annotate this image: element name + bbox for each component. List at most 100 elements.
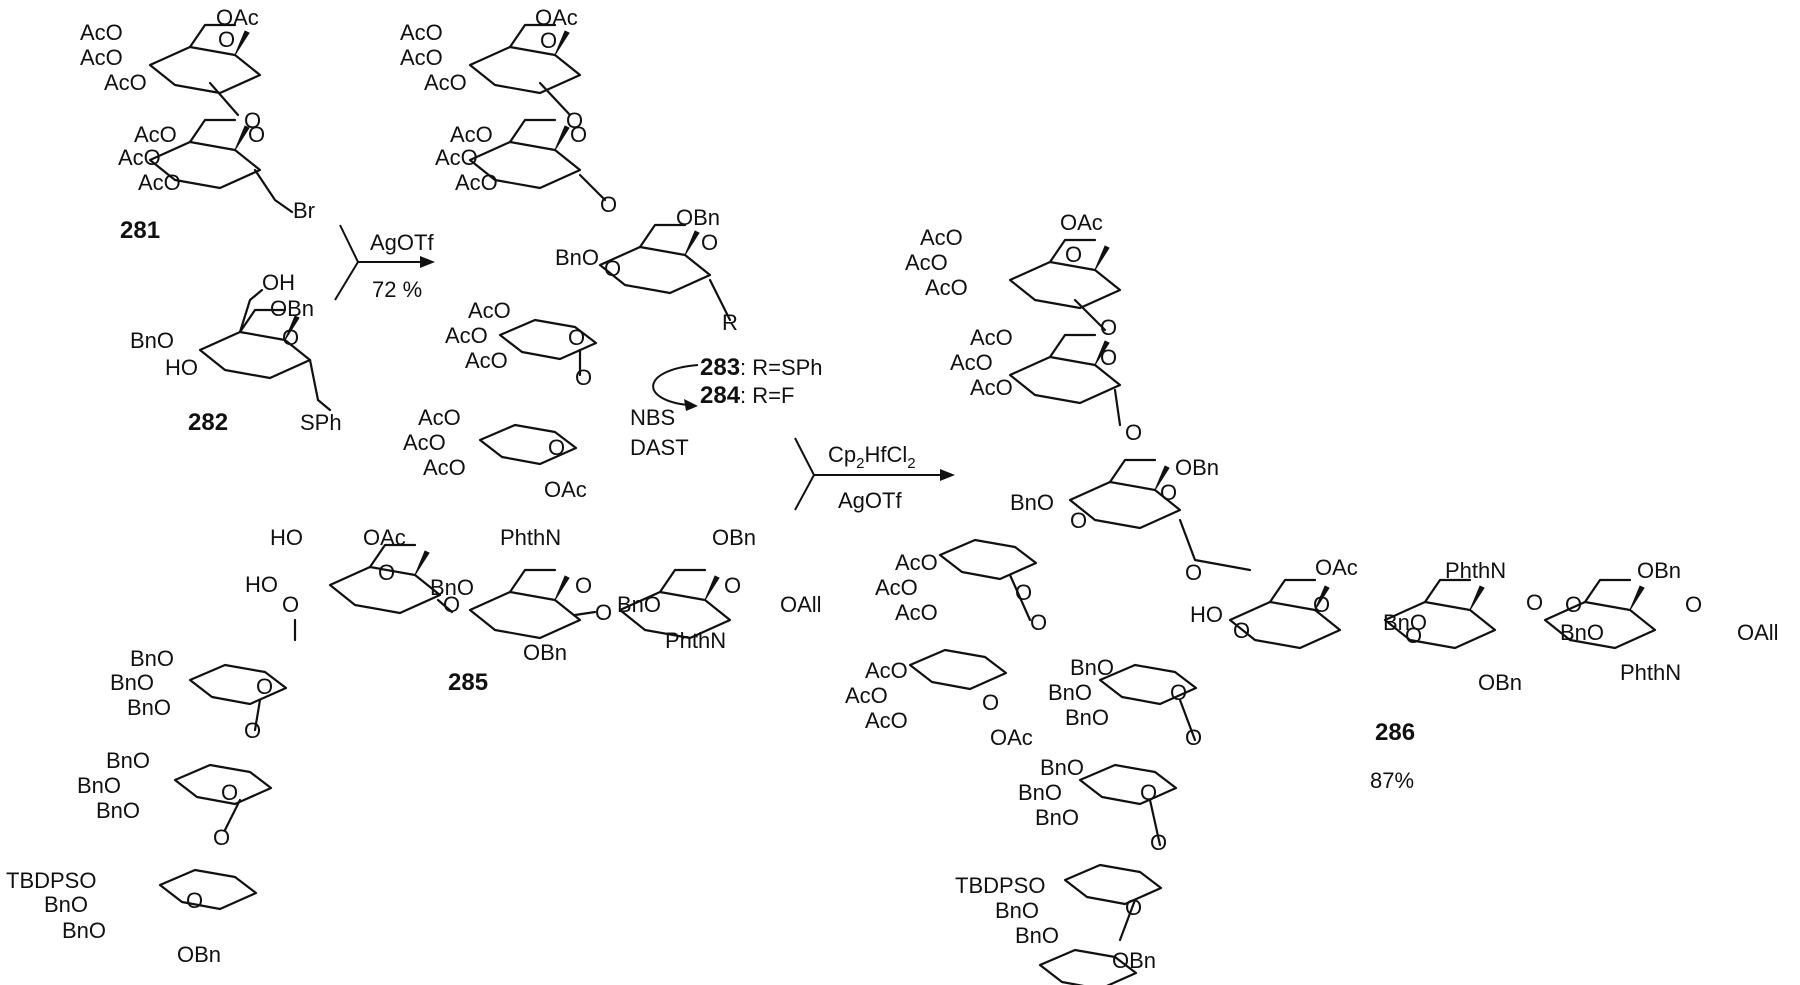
step3-reagent-agotf: AgOTf (838, 488, 902, 513)
svg-text:AcO: AcO (950, 350, 993, 375)
svg-text:AcO: AcO (895, 550, 938, 575)
svg-text:AcO: AcO (424, 70, 467, 95)
svg-text:O: O (982, 690, 999, 715)
svg-text:O: O (221, 780, 238, 805)
svg-text:O: O (568, 325, 585, 350)
svg-text:AcO: AcO (875, 575, 918, 600)
svg-text:BnO: BnO (106, 748, 150, 773)
svg-text:PhthN: PhthN (665, 628, 726, 653)
svg-text:R: R (722, 310, 738, 335)
svg-text:AcO: AcO (104, 70, 147, 95)
svg-text:BnO: BnO (1035, 805, 1079, 830)
svg-text:BnO: BnO (1010, 490, 1054, 515)
svg-text:BnO: BnO (430, 575, 474, 600)
svg-text:AcO: AcO (435, 145, 478, 170)
step1-reagent: AgOTf (370, 230, 434, 255)
svg-text:BnO: BnO (130, 646, 174, 671)
svg-text:AcO: AcO (423, 455, 466, 480)
svg-text:O: O (244, 718, 261, 743)
svg-text:BnO: BnO (1070, 655, 1114, 680)
svg-text:O: O (1405, 623, 1422, 648)
svg-text:O: O (1170, 680, 1187, 705)
svg-text:OAll: OAll (780, 592, 822, 617)
svg-text:AcO: AcO (865, 708, 908, 733)
svg-text:O: O (1233, 618, 1250, 643)
svg-text:HO: HO (165, 355, 198, 380)
svg-text:O: O (186, 888, 203, 913)
svg-text:OAc: OAc (363, 525, 406, 550)
label-283: 283 (700, 354, 740, 381)
svg-text:AcO: AcO (895, 600, 938, 625)
svg-text:OBn: OBn (676, 205, 720, 230)
compound-285: HO OAc HO O O BnO O PhthN O O OBn BnO O … (6, 525, 822, 967)
svg-text:AcO: AcO (400, 20, 443, 45)
svg-text:OAc: OAc (535, 5, 578, 30)
svg-text:SPh: SPh (300, 410, 342, 435)
svg-text:O: O (244, 108, 261, 133)
svg-text:OAc: OAc (1060, 210, 1103, 235)
svg-text:OBn: OBn (712, 525, 756, 550)
svg-text:TBDPSO: TBDPSO (6, 868, 96, 893)
step2-reagent-dast: DAST (630, 435, 689, 460)
label-286: 286 (1375, 719, 1415, 746)
svg-text:O: O (1160, 480, 1177, 505)
svg-text:O: O (575, 573, 592, 598)
svg-text:O: O (1070, 508, 1087, 533)
label-284: 284 (700, 382, 741, 409)
svg-text:O: O (1526, 590, 1543, 615)
svg-text:BnO: BnO (96, 798, 140, 823)
svg-text:OBn: OBn (1637, 558, 1681, 583)
label-283-r: : R=SPh (740, 355, 823, 380)
svg-text:OAc: OAc (990, 725, 1033, 750)
svg-text:O: O (701, 230, 718, 255)
svg-text:O: O (248, 122, 265, 147)
svg-text:HO: HO (245, 572, 278, 597)
svg-text:Br: Br (293, 198, 315, 223)
svg-text:AcO: AcO (418, 405, 461, 430)
svg-text:O: O (1565, 592, 1582, 617)
label-281: 281 (120, 217, 160, 244)
svg-text:AcO: AcO (134, 122, 177, 147)
svg-text:O: O (595, 600, 612, 625)
svg-text:OBn: OBn (1112, 948, 1156, 973)
svg-text:O: O (1015, 580, 1032, 605)
svg-text:AcO: AcO (845, 683, 888, 708)
svg-text:BnO: BnO (127, 695, 171, 720)
svg-text:OAc: OAc (216, 5, 259, 30)
svg-text:OAc: OAc (544, 477, 587, 502)
svg-text:AcO: AcO (455, 170, 498, 195)
svg-text:O: O (1185, 560, 1202, 585)
svg-text:O: O (570, 122, 587, 147)
compound-283-284: OAc AcO AcO AcO O O AcO AcO AcO O O OBn … (400, 5, 823, 502)
svg-text:BnO: BnO (555, 245, 599, 270)
svg-text:O: O (282, 325, 299, 350)
svg-text:AcO: AcO (80, 20, 123, 45)
svg-text:BnO: BnO (1015, 923, 1059, 948)
compound-282: OH OBn BnO HO O SPh 282 (130, 270, 342, 436)
svg-text:O: O (1065, 242, 1082, 267)
yield-286: 87% (1370, 768, 1414, 793)
svg-text:O: O (548, 435, 565, 460)
svg-text:O: O (566, 108, 583, 133)
svg-text:O: O (1100, 315, 1117, 340)
svg-text:PhthN: PhthN (500, 525, 561, 550)
svg-text:O: O (213, 825, 230, 850)
step2-arrow: NBS DAST (630, 364, 699, 460)
svg-text:O: O (604, 256, 621, 281)
label-285: 285 (448, 669, 488, 696)
svg-text:OBn: OBn (1175, 455, 1219, 480)
svg-text:OBn: OBn (177, 942, 221, 967)
svg-text:BnO: BnO (77, 773, 121, 798)
label-284-r: : R=F (740, 383, 794, 408)
svg-text:O: O (1125, 420, 1142, 445)
svg-text:O: O (600, 192, 617, 217)
svg-text:O: O (256, 674, 273, 699)
svg-text:BnO: BnO (1383, 610, 1427, 635)
svg-text:BnO: BnO (1048, 680, 1092, 705)
svg-text:AcO: AcO (465, 348, 508, 373)
svg-text:O: O (1030, 610, 1047, 635)
compound-286: OAc AcO AcO AcO O O AcO AcO AcO O O OBn … (845, 210, 1779, 985)
svg-text:OAc: OAc (1315, 555, 1358, 580)
svg-text:O: O (575, 365, 592, 390)
